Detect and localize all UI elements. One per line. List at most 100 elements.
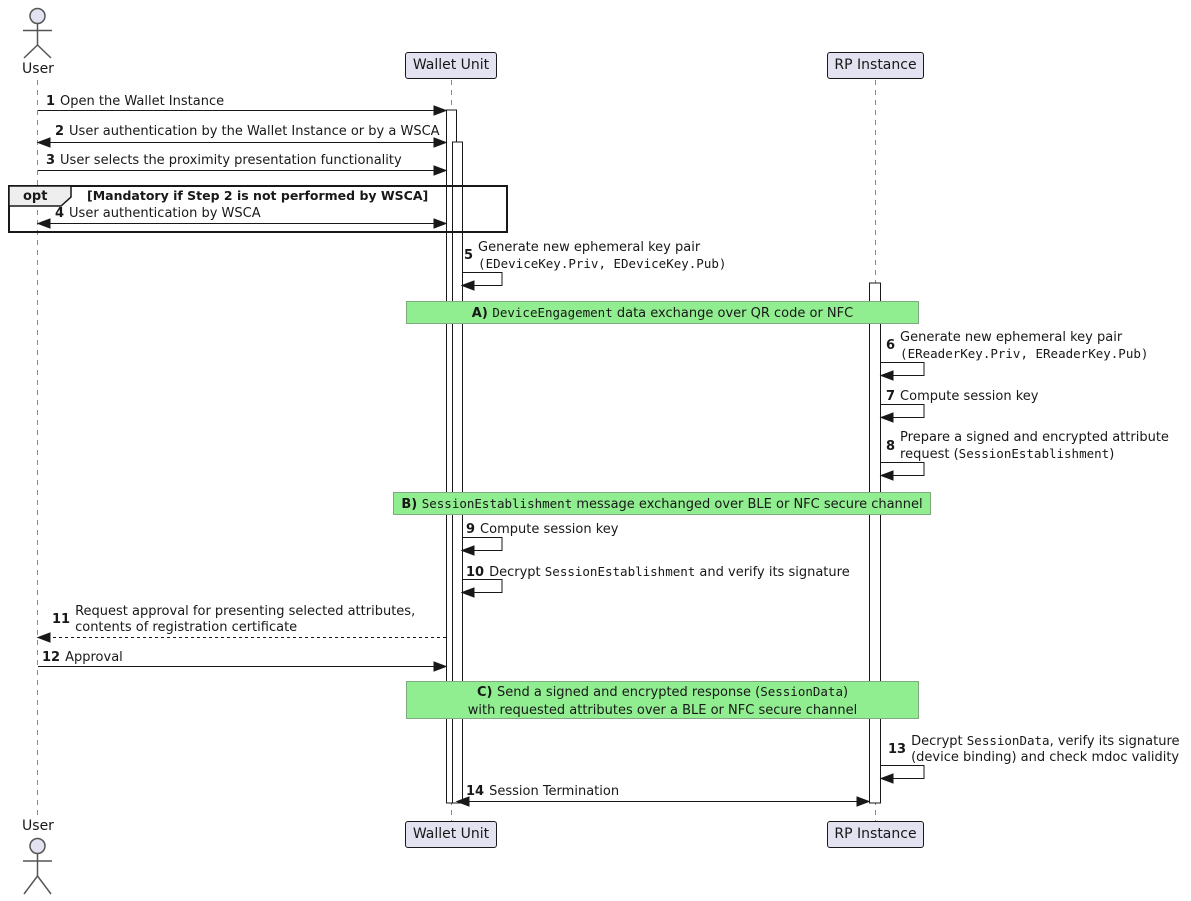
message-8-label: 8 Prepare a signed and encrypted attribut… [886, 430, 1169, 462]
divider-a-text: data exchange over QR code or NFC [612, 306, 854, 321]
divider-a-prefix: A) [471, 306, 493, 321]
message-8-number: 8 [886, 438, 896, 454]
message-8-line1: Prepare a signed and encrypted attribute [900, 430, 1169, 445]
message-9-label: 9 Compute session key [466, 522, 618, 537]
message-3-arrow [38, 165, 448, 176]
wallet-activation-nested [452, 141, 463, 804]
message-14-text: Session Termination [489, 784, 620, 799]
divider-b-mono: SessionEstablishment [421, 496, 573, 511]
message-13-line1: Decrypt SessionData, verify its signatur… [911, 733, 1179, 750]
message-12-number: 12 [42, 650, 61, 665]
message-10-post: and verify its signature [695, 565, 850, 580]
message-1-arrow [38, 105, 448, 116]
message-5-line2: (EDeviceKey.Priv, EDeviceKey.Pub) [478, 255, 727, 271]
message-11-line1: Request approval for presenting selected… [75, 604, 416, 619]
divider-a-mono: DeviceEngagement [492, 305, 613, 320]
message-7-text: Compute session key [900, 389, 1039, 404]
message-13-line1-pre: Decrypt [911, 734, 967, 749]
message-13-self-arrow [879, 765, 925, 784]
message-6-number: 6 [886, 338, 896, 353]
message-1-label: 1 Open the Wallet Instance [46, 94, 224, 109]
user-label-top: User [22, 61, 54, 77]
message-13-line2: (device binding) and check mdoc validity [911, 749, 1180, 765]
user-actor-icon-bottom [23, 837, 52, 895]
participant-wallet-unit-top: Wallet Unit [405, 52, 497, 79]
message-6-label: 6 Generate new ephemeral key pair(EReader… [886, 330, 1148, 361]
message-10-label: 10 Decrypt SessionEstablishment and verif… [466, 564, 850, 580]
divider-c-mono: SessionData [760, 684, 843, 699]
message-2-number: 2 [55, 124, 65, 139]
participant-rp-instance-bottom: RP Instance [827, 821, 924, 848]
message-12-label: 12 Approval [42, 650, 123, 665]
message-3-label: 3 User selects the proximity presentation… [46, 153, 402, 168]
message-4-text: User authentication by WSCA [69, 206, 261, 221]
message-5-number: 5 [464, 248, 474, 263]
message-8-line2-pre: request ( [900, 446, 959, 462]
divider-c-line1: C) Send a signed and encrypted response … [407, 683, 918, 702]
message-10-self-arrow [460, 579, 503, 598]
message-8-self-arrow [879, 462, 925, 481]
divider-b: B) SessionEstablishment message exchange… [393, 492, 931, 515]
opt-guard: [Mandatory if Step 2 is not performed by… [87, 188, 429, 203]
message-2-text: User authentication by the Wallet Instan… [69, 124, 440, 139]
divider-c-line1-pre: Send a signed and encrypted response ( [496, 685, 761, 700]
message-6-line2: (EReaderKey.Priv, EReaderKey.Pub) [900, 345, 1149, 361]
message-12-text: Approval [65, 650, 123, 665]
message-11-number: 11 [52, 612, 71, 627]
message-3-number: 3 [46, 153, 56, 168]
user-label-bottom: User [22, 818, 54, 834]
message-5-label: 5 Generate new ephemeral key pair(EDevice… [464, 240, 726, 271]
message-4-arrow [36, 218, 448, 229]
message-9-text: Compute session key [480, 522, 619, 537]
message-11-line2: contents of registration certificate [75, 619, 298, 635]
opt-keyword: opt [23, 189, 48, 204]
message-8-line2-post: ) [1109, 446, 1115, 462]
divider-b-text: message exchanged over BLE or NFC secure… [572, 497, 923, 512]
message-5-self-arrow [460, 272, 503, 291]
divider-c-line2: with requested attributes over a BLE or … [407, 702, 918, 720]
message-9-number: 9 [466, 522, 476, 537]
message-4-number: 4 [55, 206, 65, 221]
message-10-number: 10 [466, 565, 485, 580]
message-3-text: User selects the proximity presentation … [60, 153, 402, 168]
message-8-line2-mono: SessionEstablishment [958, 445, 1110, 461]
activation-bars [446, 109, 881, 804]
user-actor-icon [23, 7, 52, 59]
message-1-text: Open the Wallet Instance [60, 94, 225, 109]
message-13-line1-mono: SessionData [966, 733, 1050, 748]
divider-b-prefix: B) [401, 497, 422, 512]
rp-activation [869, 282, 881, 804]
opt-fragment-tab [8, 185, 72, 207]
opt-fragment-frame [8, 185, 508, 233]
participant-wallet-unit-bottom: Wallet Unit [405, 821, 497, 848]
message-9-self-arrow [460, 537, 503, 556]
message-10-pre: Decrypt [489, 565, 545, 580]
participant-rp-instance-top: RP Instance [827, 52, 924, 79]
divider-c-line2-text: with requested attributes over a BLE or … [467, 703, 858, 718]
message-14-arrow [455, 796, 871, 807]
message-2-arrow [36, 137, 448, 148]
divider-a: A) DeviceEngagement data exchange over Q… [406, 301, 919, 324]
message-10-mono: SessionEstablishment [544, 564, 696, 579]
message-11-arrow [36, 632, 446, 643]
divider-c-prefix: C) [476, 685, 497, 700]
message-7-self-arrow [879, 404, 925, 423]
message-7-label: 7 Compute session key [886, 389, 1038, 404]
message-7-number: 7 [886, 389, 896, 404]
message-6-line1: Generate new ephemeral key pair [900, 330, 1123, 345]
message-4-label: 4 User authentication by WSCA [55, 206, 261, 221]
message-8-line2: request (SessionEstablishment) [900, 446, 1169, 463]
message-13-line1-post: , verify its signature [1049, 734, 1180, 749]
message-11-label: 11 Request approval for presenting select… [52, 604, 415, 635]
message-1-number: 1 [46, 94, 56, 109]
message-12-arrow [38, 661, 448, 672]
divider-c-line1-post: ) [842, 685, 849, 700]
message-13-number: 13 [888, 741, 907, 757]
message-2-label: 2 User authentication by the Wallet Insta… [55, 124, 440, 139]
message-5-line1: Generate new ephemeral key pair [478, 240, 701, 255]
message-6-self-arrow [879, 362, 925, 381]
